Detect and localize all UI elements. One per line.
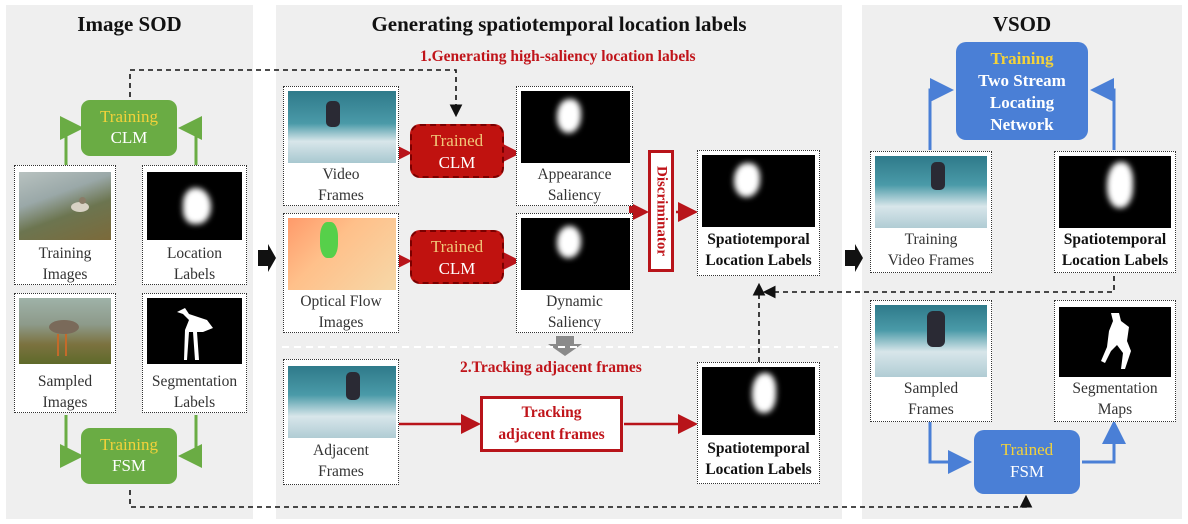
sampled-bird-photo	[19, 298, 111, 364]
right-st-labels-line2: Location Labels	[1061, 252, 1169, 269]
step2-title: 2.Tracking adjacent frames	[460, 359, 642, 376]
st-label-map-1	[702, 155, 815, 227]
sampled-frames-line2: Frames	[908, 401, 954, 418]
st-labels-2-line2: Location Labels	[705, 461, 812, 478]
location-labels-line1: Location	[166, 245, 223, 262]
location-labels-card: Location Labels	[142, 165, 247, 285]
optical-flow-image	[288, 218, 396, 290]
appearance-line1: Appearance	[537, 166, 612, 183]
trained-clm-box-2: Trained CLM	[410, 230, 504, 284]
tracking-box: Tracking adjacent frames	[480, 396, 623, 452]
appearance-saliency-card: Appearance Saliency	[516, 86, 633, 206]
st-labels-card-1: Spatiotemporal Location Labels	[697, 150, 820, 276]
location-label-mask	[147, 172, 242, 240]
discriminator-box: Discriminator	[648, 150, 674, 272]
optical-flow-line1: Optical Flow	[300, 293, 382, 310]
adjacent-line1: Adjacent	[313, 442, 369, 459]
training-video-frame	[875, 156, 987, 228]
video-frames-line2: Frames	[318, 187, 364, 204]
bird-photo	[19, 172, 111, 240]
vsod-title: VSOD	[992, 12, 1052, 36]
right-st-labels-card: Spatiotemporal Location Labels	[1054, 151, 1176, 273]
st-labels-1-line1: Spatiotemporal	[707, 231, 810, 248]
sampled-frames-line1: Sampled	[903, 380, 959, 397]
segmentation-labels-line2: Labels	[173, 394, 216, 411]
training-video-frames-card: Training Video Frames	[870, 151, 992, 273]
appearance-saliency-map	[521, 91, 630, 163]
video-frames-card: Video Frames	[283, 86, 399, 206]
sampled-images-line1: Sampled	[37, 373, 93, 390]
surfer-video-frame	[288, 91, 396, 163]
dynamic-line2: Saliency	[547, 314, 602, 331]
sampled-frames-card: Sampled Frames	[870, 300, 992, 422]
two-stream-network-box: Training Two Stream Locating Network	[956, 42, 1088, 140]
bird-silhouette	[177, 308, 213, 360]
right-st-labels-line1: Spatiotemporal	[1063, 231, 1167, 248]
training-images-line2: Images	[42, 266, 88, 283]
trained-fsm-box: Trained FSM	[974, 430, 1080, 494]
surfer-silhouette	[1101, 313, 1131, 369]
adjacent-frames-card: Adjacent Frames	[283, 359, 399, 485]
appearance-line2: Saliency	[547, 187, 602, 204]
segmentation-maps-line1: Segmentation	[1072, 380, 1158, 397]
sampled-images-card: Sampled Images	[14, 293, 116, 413]
adjacent-line2: Frames	[318, 463, 364, 480]
segmentation-map	[1059, 307, 1171, 377]
sampled-images-line2: Images	[42, 394, 88, 411]
training-images-card: Training Images	[14, 165, 116, 285]
optical-flow-line2: Images	[318, 314, 364, 331]
training-video-frames-line1: Training	[904, 231, 958, 248]
segmentation-labels-card: Segmentation Labels	[142, 293, 247, 413]
segmentation-maps-line2: Maps	[1097, 401, 1133, 418]
training-fsm-box: Training FSM	[81, 428, 177, 484]
trained-clm-box-1: Trained CLM	[410, 124, 504, 178]
step1-title: 1.Generating high-saliency location labe…	[420, 48, 696, 65]
st-label-map-2	[702, 367, 815, 435]
st-labels-1-line2: Location Labels	[705, 252, 812, 269]
video-frames-line1: Video	[322, 166, 360, 183]
dynamic-line1: Dynamic	[546, 293, 603, 310]
segmentation-label-mask	[147, 298, 242, 364]
st-labels-2-line1: Spatiotemporal	[707, 440, 810, 457]
right-st-label-map	[1059, 156, 1171, 228]
sampled-frame-photo	[875, 305, 987, 377]
segmentation-labels-line1: Segmentation	[151, 373, 238, 390]
training-images-line1: Training	[38, 245, 92, 262]
dynamic-saliency-card: Dynamic Saliency	[516, 213, 633, 333]
dynamic-saliency-map	[521, 218, 630, 290]
adjacent-frame-photo	[288, 366, 396, 438]
image-sod-title: Image SOD	[77, 12, 182, 36]
training-clm-box: Training CLM	[81, 100, 177, 156]
location-labels-line2: Labels	[173, 266, 216, 283]
segmentation-maps-card: Segmentation Maps	[1054, 300, 1176, 422]
st-labels-card-2: Spatiotemporal Location Labels	[697, 362, 820, 484]
training-video-frames-line2: Video Frames	[887, 252, 975, 269]
optical-flow-card: Optical Flow Images	[283, 213, 399, 333]
generation-title: Generating spatiotemporal location label…	[371, 12, 747, 36]
